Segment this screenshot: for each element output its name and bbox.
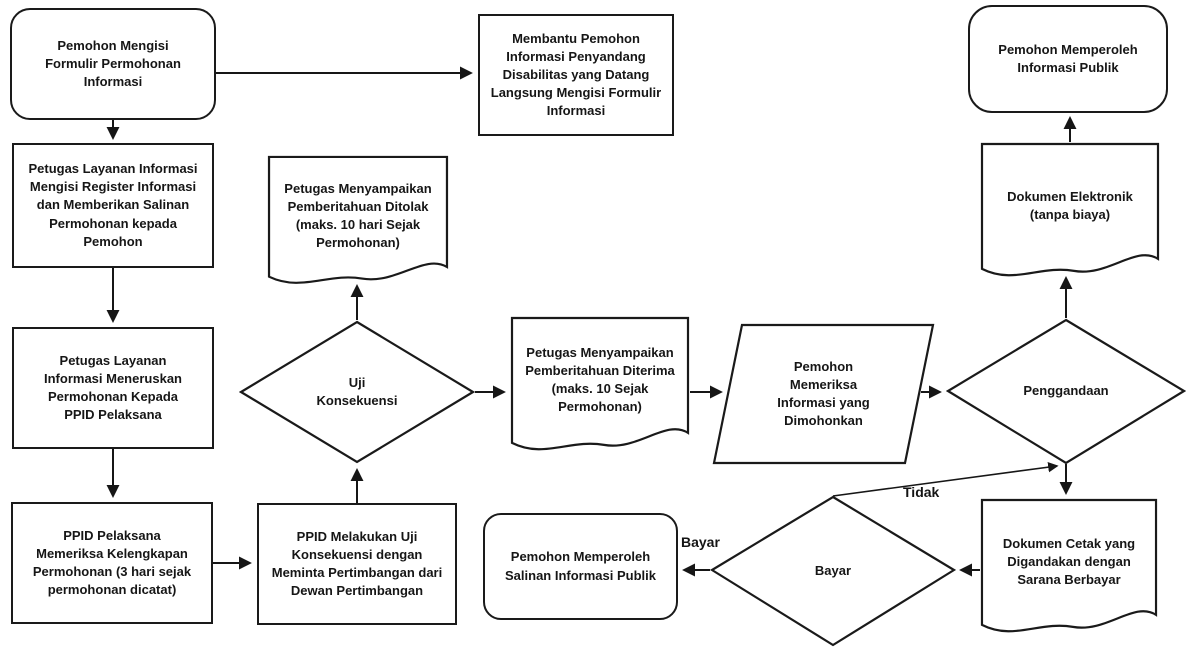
document-shape: [980, 142, 1160, 277]
node-consequence-exec: PPID Melakukan Uji Konsekuensi dengan Me…: [257, 503, 457, 625]
node-consequence-test: Uji Konsekuensi: [239, 320, 475, 464]
node-examine-info: Pemohon Memeriksa Informasi yang Dimohon…: [712, 323, 935, 465]
node-consequence-test-label: Uji Konsekuensi: [316, 374, 398, 408]
document-shape: [980, 498, 1158, 633]
node-pay-decision-label: Bayar: [814, 562, 852, 578]
node-electronic-doc-label: Dokumen Elektronik (tanpa biaya): [1007, 188, 1133, 222]
document-shape: [267, 155, 449, 284]
node-assist-disability: Membantu Pemohon Informasi Penyandang Di…: [478, 14, 674, 136]
node-register-label: Petugas Layanan Informasi Mengisi Regist…: [28, 161, 198, 249]
edge-label-tidak: Tidak: [903, 484, 940, 500]
node-printed-doc: Dokumen Cetak yang Digandakan dengan Sar…: [980, 498, 1158, 644]
node-duplication: Penggandaan: [946, 318, 1186, 465]
node-examine-info-label: Pemohon Memeriksa Informasi yang Dimohon…: [777, 358, 870, 429]
node-pay-decision: Bayar: [710, 495, 956, 647]
node-duplication-label: Penggandaan: [1023, 383, 1109, 399]
node-check-completeness-label: PPID Pelaksana Memeriksa Kelengkapan Per…: [32, 527, 192, 598]
node-obtain-public-info: Pemohon Memperoleh Informasi Publik: [968, 5, 1168, 113]
node-rejected-notice: Petugas Menyampaikan Pemberitahuan Ditol…: [267, 155, 449, 295]
node-check-completeness: PPID Pelaksana Memeriksa Kelengkapan Per…: [11, 502, 213, 624]
node-fill-form: Pemohon Mengisi Formulir Permohonan Info…: [10, 8, 216, 120]
node-rejected-notice-label: Petugas Menyampaikan Pemberitahuan Ditol…: [284, 180, 432, 251]
diamond-shape: [946, 318, 1186, 465]
diamond-shape: [239, 320, 475, 464]
node-obtain-copy: Pemohon Memperoleh Salinan Informasi Pub…: [483, 513, 678, 620]
node-accepted-notice-label: Petugas Menyampaikan Pemberitahuan Diter…: [525, 344, 675, 415]
edge-label-bayar: Bayar: [681, 534, 720, 550]
diamond-shape: [710, 495, 956, 647]
node-obtain-public-info-label: Pemohon Memperoleh Informasi Publik: [998, 41, 1138, 75]
document-shape: [510, 316, 690, 451]
node-forward-ppid: Petugas Layanan Informasi Meneruskan Per…: [12, 327, 214, 449]
node-forward-ppid-label: Petugas Layanan Informasi Meneruskan Per…: [44, 352, 182, 423]
node-consequence-exec-label: PPID Melakukan Uji Konsekuensi dengan Me…: [271, 528, 443, 599]
node-printed-doc-label: Dokumen Cetak yang Digandakan dengan Sar…: [1002, 535, 1136, 588]
node-register: Petugas Layanan Informasi Mengisi Regist…: [12, 143, 214, 268]
parallelogram-shape: [712, 323, 935, 465]
node-fill-form-label: Pemohon Mengisi Formulir Permohonan Info…: [45, 37, 181, 90]
node-electronic-doc: Dokumen Elektronik (tanpa biaya): [980, 142, 1160, 288]
node-assist-disability-label: Membantu Pemohon Informasi Penyandang Di…: [490, 30, 662, 119]
node-obtain-copy-label: Pemohon Memperoleh Salinan Informasi Pub…: [505, 549, 656, 583]
node-accepted-notice: Petugas Menyampaikan Pemberitahuan Diter…: [510, 316, 690, 462]
